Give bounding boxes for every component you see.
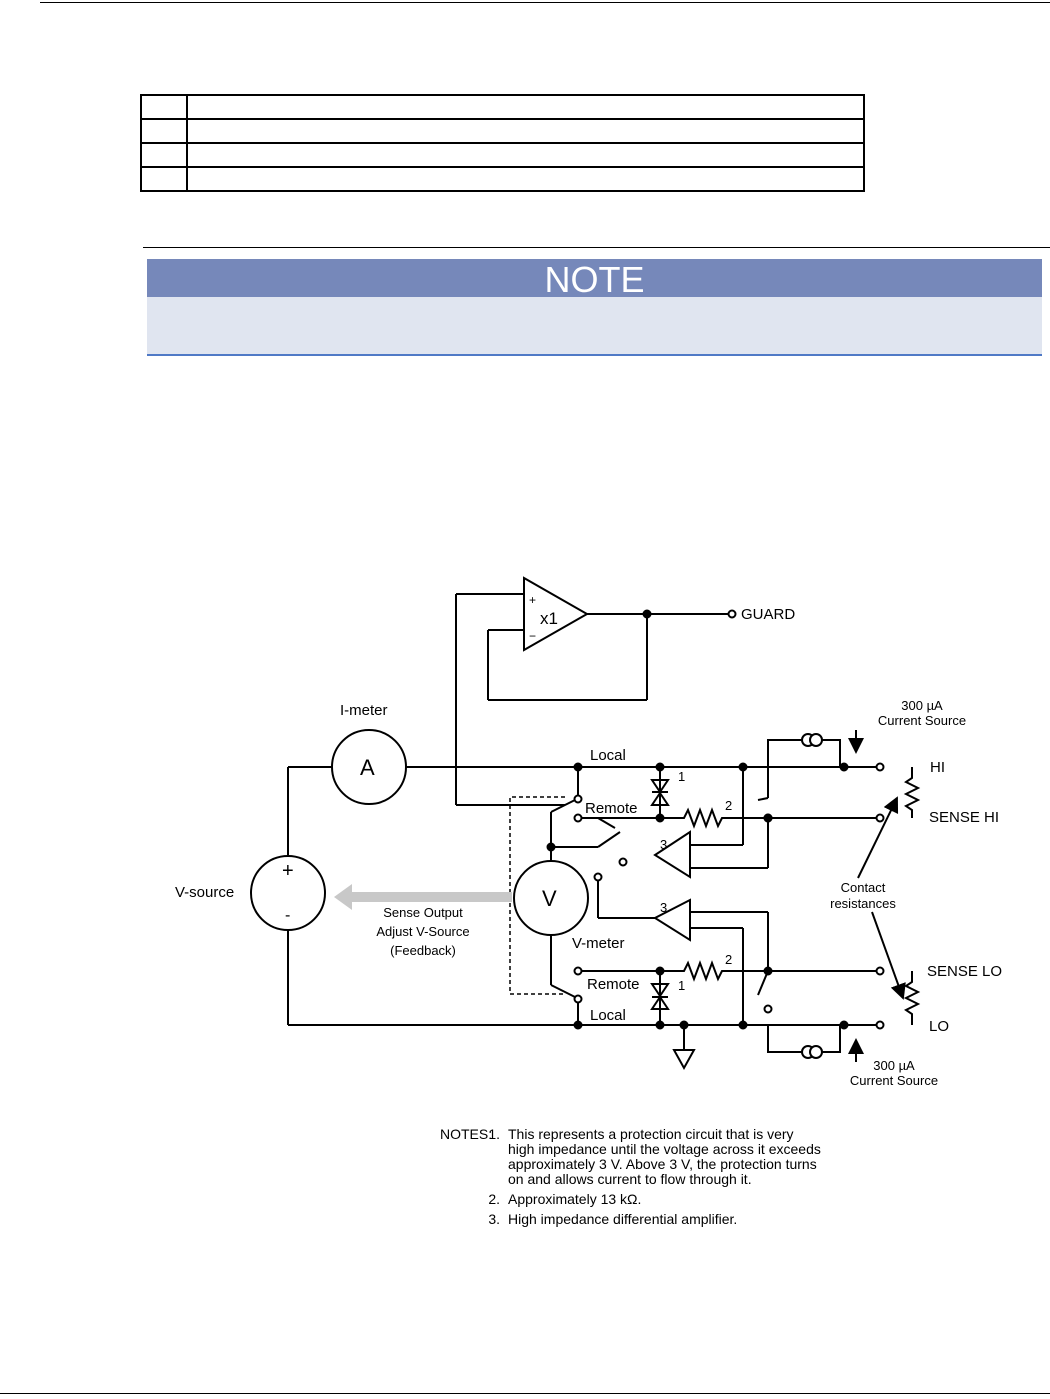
vsource-minus-sign: - [285, 907, 290, 924]
sense-resistors [660, 807, 840, 982]
note-item-2: 2. Approximately 13 kΩ. [488, 1191, 928, 1207]
ref-3-top: 3 [660, 837, 667, 852]
feedback-label-line1: Sense Output [383, 905, 463, 920]
ref-2-bottom: 2 [725, 952, 732, 967]
source-loop [250, 729, 840, 1026]
table-cell [140, 142, 188, 168]
ref-2-top: 2 [725, 798, 732, 813]
sense-hi-label: SENSE HI [929, 809, 999, 826]
notes-heading: NOTES: [440, 1126, 493, 1142]
cs-top-line2: Current Source [878, 713, 966, 728]
table-row [140, 166, 865, 192]
remote-bottom-label: Remote [587, 976, 640, 993]
note-item-1: 1. This represents a protection circuit … [488, 1126, 928, 1187]
ref-1-top: 1 [678, 769, 685, 784]
table-cell [186, 94, 865, 120]
table-cell [140, 118, 188, 144]
table-cell [186, 142, 865, 168]
feedback-arrow [334, 884, 512, 910]
note-item-index: 1. [488, 1126, 500, 1142]
differential-amplifiers [652, 762, 773, 1030]
buffer-minus-label: − [529, 629, 536, 643]
cs-bottom-line2: Current Source [850, 1073, 938, 1088]
hi-label: HI [930, 759, 945, 776]
note-item-index: 2. [488, 1191, 500, 1207]
note-item-line: Approximately 13 kΩ. [508, 1191, 642, 1207]
remote-top-label: Remote [585, 800, 638, 817]
note-item-line: on and allows current to flow through it… [508, 1171, 752, 1187]
buffer-gain-label: x1 [540, 609, 558, 628]
note-item-line: High impedance differential amplifier. [508, 1211, 738, 1227]
table-row [140, 142, 865, 168]
ammeter-symbol: A [360, 755, 375, 780]
note-top-rule [143, 247, 1050, 248]
imeter-label: I-meter [340, 702, 388, 719]
ref-1-bottom: 1 [678, 978, 685, 993]
note-item-index: 3. [488, 1211, 500, 1227]
table-cell [186, 166, 865, 192]
footer-rule [0, 1393, 1050, 1394]
table-row [140, 94, 865, 120]
cs-top-line1: 300 µA [901, 698, 943, 713]
protection-circuits [650, 762, 696, 1071]
vsource-plus-sign: + [282, 860, 294, 882]
note-body [147, 297, 1042, 356]
local-bottom-label: Local [590, 1007, 626, 1024]
guard-terminal [727, 609, 737, 619]
remote-sense-circuit-diagram: + − x1 GUARD I-meter A V V-meter V-sourc… [175, 576, 1002, 1088]
note-heading: NOTE [147, 259, 1042, 300]
table-cell [140, 94, 188, 120]
junction-dot [642, 609, 652, 619]
sense-lo-label: SENSE LO [927, 963, 1002, 980]
header-rule [40, 2, 1050, 3]
cs-bottom-line1: 300 µA [873, 1058, 915, 1073]
vmeter-label: V-meter [572, 935, 625, 952]
feedback-label-line2: Adjust V-Source [376, 924, 469, 939]
note-item-line: high impedance until the voltage across … [508, 1141, 821, 1157]
note-item-line: This represents a protection circuit tha… [508, 1126, 794, 1142]
feedback-label-line3: (Feedback) [390, 943, 456, 958]
voltmeter-symbol: V [542, 886, 557, 911]
output-terminals [840, 762, 921, 1030]
guard-label: GUARD [741, 606, 795, 623]
note-item-3: 3. High impedance differential amplifier… [488, 1211, 928, 1227]
ref-3-bottom: 3 [660, 900, 667, 915]
contact-label-line1: Contact [841, 880, 886, 895]
guard-buffer-amplifier [455, 576, 737, 806]
vsource-label: V-source [175, 884, 234, 901]
spec-table [140, 94, 865, 192]
note-item-line: approximately 3 V. Above 3 V, the protec… [508, 1156, 817, 1172]
table-cell [140, 166, 188, 192]
table-cell [186, 118, 865, 144]
buffer-plus-label: + [529, 593, 536, 607]
lo-label: LO [929, 1018, 949, 1035]
local-top-label: Local [590, 747, 626, 764]
table-row [140, 118, 865, 144]
vmeter-section [509, 762, 660, 1030]
contact-label-line2: resistances [830, 896, 896, 911]
